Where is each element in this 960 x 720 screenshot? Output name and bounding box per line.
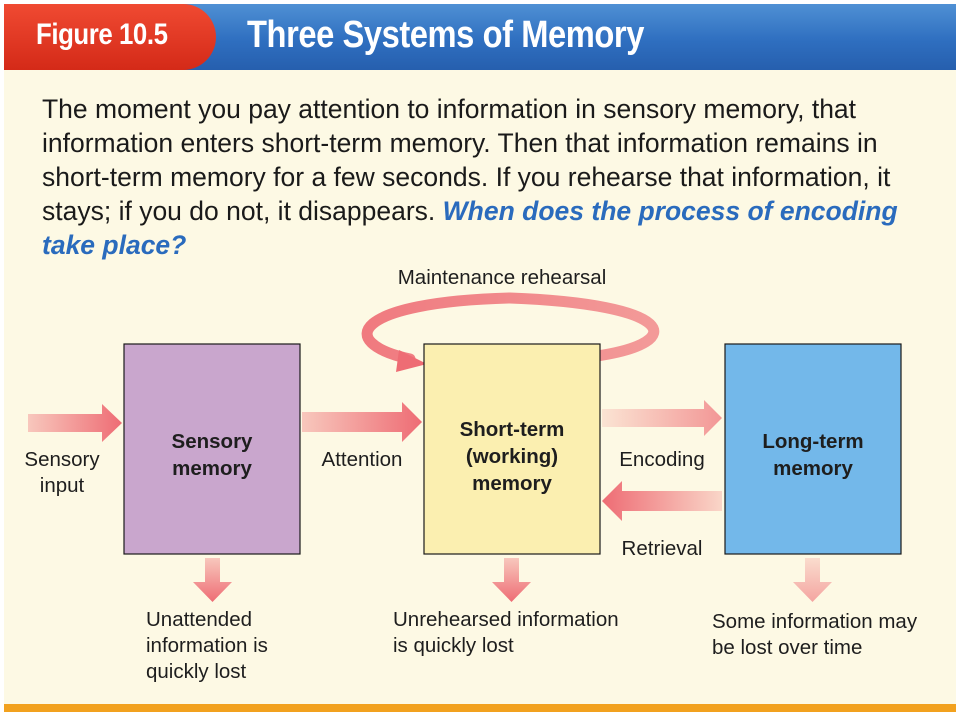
sensory-input-label-line1: Sensory [24,448,100,471]
maintenance-rehearsal-loop-arrow [361,292,660,365]
figure-caption: The moment you pay attention to informat… [42,92,922,262]
figure-header: Figure 10.5 Three Systems of Memory [4,4,956,70]
sensory-memory-box [123,343,301,555]
sensory-loss-label-line3: quickly lost [146,660,247,683]
encoding-label: Encoding [619,448,704,471]
long-term-loss-arrow [793,558,832,602]
sensory-input-arrow [28,404,122,442]
attention-label: Attention [322,448,403,471]
sensory-memory-label-line1: Sensory [172,430,253,453]
sensory-memory-label-line2: memory [172,457,252,480]
long-term-loss-label-line2: be lost over time [712,636,862,659]
short-term-memory-label-line1: Short-term [460,418,565,441]
long-term-memory-box [724,343,902,555]
encoding-arrow [602,400,722,436]
attention-arrow [302,402,422,442]
memory-diagram: Maintenance rehearsal Sensory input Sens… [24,266,918,683]
long-term-memory-label-line1: Long-term [762,430,863,453]
retrieval-label: Retrieval [622,537,703,560]
short-term-memory-box [423,343,601,555]
figure-title: Three Systems of Memory [247,14,644,56]
figure-label: Figure 10.5 [36,18,168,51]
retrieval-arrow [602,481,722,521]
maintenance-rehearsal-arrowhead [396,350,427,372]
long-term-loss-label-line1: Some information may [712,610,918,633]
short-term-loss-label-line2: is quickly lost [393,634,514,657]
short-term-memory-label-line3: memory [472,472,552,495]
sensory-loss-label-line2: information is [146,634,268,657]
short-term-memory-label-line2: (working) [466,445,558,468]
figure-label-tab: Figure 10.5 [4,4,216,70]
short-term-loss-arrow [492,558,531,602]
caption-text: The moment you pay attention to informat… [42,94,891,226]
sensory-loss-arrow [193,558,232,602]
maintenance-rehearsal-label: Maintenance rehearsal [398,266,607,289]
bottom-rule [4,704,956,712]
short-term-loss-label-line1: Unrehearsed information [393,608,619,631]
figure-panel: Figure 10.5 Three Systems of Memory The … [4,4,956,712]
caption-question: When does the process of encoding take p… [42,196,898,260]
long-term-memory-label-line2: memory [773,457,853,480]
sensory-loss-label-line1: Unattended [146,608,252,631]
sensory-input-label-line2: input [40,474,85,497]
